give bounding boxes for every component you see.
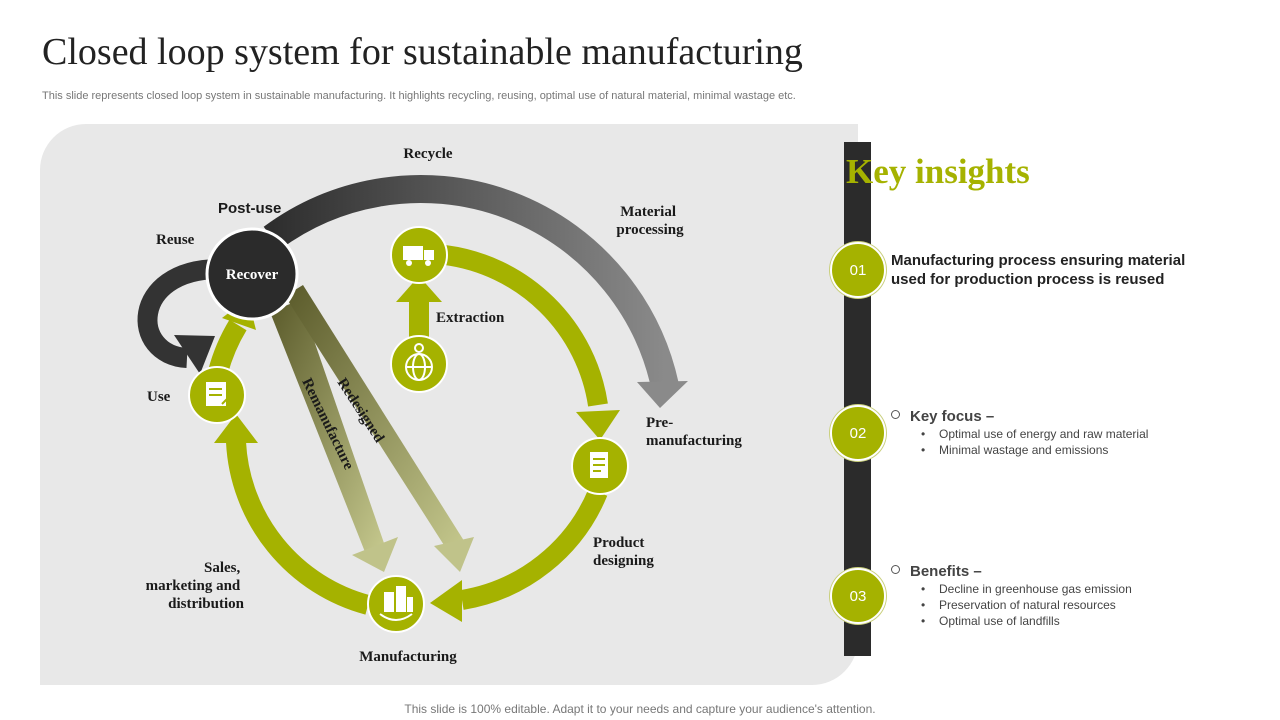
buildings-icon: [367, 575, 425, 633]
recycle-label: Recycle: [403, 146, 452, 162]
recover-label: Recover: [226, 267, 279, 283]
page-subtitle: This slide represents closed loop system…: [42, 90, 796, 102]
insights-title: Key insights: [846, 152, 1030, 191]
material-processing-label: Material processing: [616, 204, 684, 238]
product-designing-label: Product designing: [593, 535, 654, 569]
insight-bullet: •Optimal use of landfills: [921, 614, 1060, 628]
insight-number-2: 02: [830, 405, 886, 461]
insight-bullet: •Optimal use of energy and raw material: [921, 427, 1149, 441]
insight-heading-3: Benefits –: [891, 563, 982, 580]
insight-text-1: Manufacturing process ensuring material …: [891, 252, 1186, 288]
globe-icon: [390, 335, 448, 393]
ring-bullet-icon: [891, 565, 900, 574]
insight-heading-2: Key focus –: [891, 408, 994, 425]
recover-node: Recover: [205, 227, 299, 321]
sales-label: Sales, marketing and distribution: [146, 560, 245, 612]
footer-note: This slide is 100% editable. Adapt it to…: [404, 702, 876, 716]
page-title: Closed loop system for sustainable manuf…: [42, 31, 803, 73]
insight-bullet: •Minimal wastage and emissions: [921, 443, 1109, 457]
document-icon: [571, 437, 629, 495]
insight-bullet: •Decline in greenhouse gas emission: [921, 582, 1132, 596]
ring-bullet-icon: [891, 410, 900, 419]
manufacturing-label: Manufacturing: [359, 649, 457, 665]
insight-bullet: •Preservation of natural resources: [921, 598, 1116, 612]
extraction-label: Extraction: [436, 310, 505, 326]
note-icon: [188, 366, 246, 424]
truck-icon: [390, 226, 448, 284]
pre-manufacturing-label: Pre- manufacturing: [646, 415, 742, 449]
recycle-arrow: [263, 174, 688, 408]
post-use-label: Post-use: [218, 200, 281, 217]
insight-number-1: 01: [830, 242, 886, 298]
remanufacture-arrow: [270, 300, 398, 572]
use-label: Use: [147, 389, 171, 405]
reuse-label: Reuse: [156, 232, 195, 248]
main-cycle-arrows: [208, 245, 620, 622]
reuse-arrow: [137, 259, 219, 374]
redesigned-arrow: [285, 285, 474, 572]
insight-number-3: 03: [830, 568, 886, 624]
